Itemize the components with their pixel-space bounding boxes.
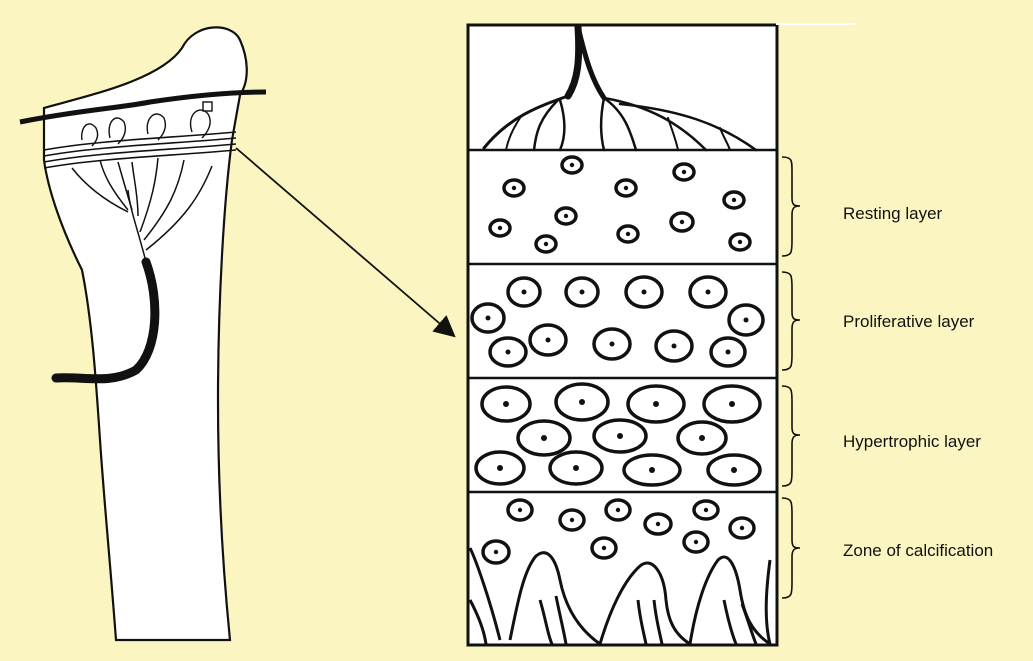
- brace-calcification: [782, 498, 800, 598]
- resting-layer-label: Resting layer: [843, 204, 942, 224]
- detail-panel: [468, 24, 855, 645]
- hypertrophic-layer-label: Hypertrophic layer: [843, 432, 981, 452]
- calcification-zone-label: Zone of calcification: [843, 541, 993, 561]
- layer-braces: [782, 157, 800, 598]
- long-bone: [20, 27, 453, 640]
- bone-outline: [44, 27, 247, 640]
- brace-hypertrophic: [782, 386, 800, 486]
- plate-to-detail-arrow: [236, 148, 453, 335]
- brace-resting: [782, 157, 800, 256]
- proliferative-layer-label: Proliferative layer: [843, 312, 974, 332]
- brace-proliferative: [782, 272, 800, 370]
